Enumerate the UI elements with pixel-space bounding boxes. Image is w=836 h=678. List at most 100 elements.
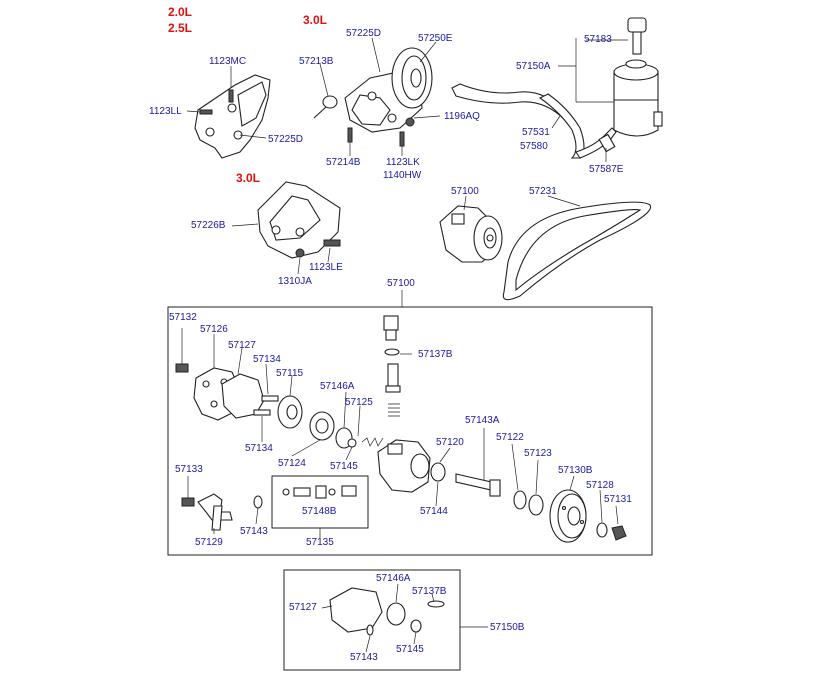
part-label: 57135 bbox=[306, 537, 334, 548]
shaft-57143a bbox=[455, 473, 501, 497]
engine-label-2-0l: 2.0L bbox=[168, 5, 193, 19]
part-label: 1196AQ bbox=[444, 111, 480, 122]
part-label: 57128 bbox=[586, 480, 614, 491]
part-label: 57125 bbox=[345, 397, 373, 408]
rotor-57115 bbox=[277, 395, 303, 429]
engine-label-3-0l-top: 3.0L bbox=[303, 13, 328, 27]
part-label: 57123 bbox=[524, 448, 552, 459]
part-label: 1140HW bbox=[383, 170, 422, 181]
valve-57125 bbox=[385, 363, 401, 393]
pump-exploded-view-box bbox=[167, 306, 653, 556]
oil-seal-57144 bbox=[430, 462, 446, 482]
mounting-bracket-2-0l bbox=[194, 74, 271, 159]
seal-57137b-kit bbox=[427, 600, 445, 608]
part-label: 57132 bbox=[169, 312, 197, 323]
part-label: 57100 bbox=[387, 278, 415, 289]
snap-ring-57123 bbox=[528, 494, 544, 516]
seal-57145 bbox=[347, 438, 357, 448]
o-ring-57146a-kit bbox=[386, 602, 406, 626]
part-label: 1310JA bbox=[278, 276, 312, 287]
nut-57131 bbox=[611, 525, 627, 541]
part-label: 57100 bbox=[451, 186, 479, 197]
seal-kit-57150b-box bbox=[283, 569, 461, 671]
part-label: 57183 bbox=[584, 34, 612, 45]
part-label: 1123LK bbox=[386, 157, 420, 168]
part-label: 57115 bbox=[276, 368, 304, 379]
part-label: 57150B bbox=[490, 622, 525, 633]
gasket-57127 bbox=[221, 373, 265, 419]
engine-label-3-0l-bracket: 3.0L bbox=[236, 171, 261, 185]
part-label: 57231 bbox=[529, 186, 557, 197]
part-label: 57146A bbox=[376, 573, 411, 584]
bracket-57226b bbox=[257, 181, 341, 259]
bolt-1123mc bbox=[228, 89, 234, 103]
spring-57125 bbox=[361, 437, 384, 447]
part-label: 57137B bbox=[412, 586, 447, 597]
power-steering-pump-57100 bbox=[439, 205, 503, 263]
part-label: 57134 bbox=[245, 443, 273, 454]
seal-57145-kit bbox=[410, 619, 422, 633]
nut-1196aq bbox=[405, 117, 415, 127]
adjuster-bolt-57213b bbox=[313, 95, 338, 119]
part-label: 1123MC bbox=[209, 56, 247, 67]
reservoir-57150a bbox=[613, 59, 663, 137]
washer-57128 bbox=[596, 522, 608, 538]
o-ring-57143-kit bbox=[366, 624, 374, 636]
part-label: 57143 bbox=[240, 526, 268, 537]
bolt-1123lk bbox=[399, 131, 405, 147]
part-label: 57213B bbox=[299, 56, 334, 67]
part-label: 1123LL bbox=[149, 106, 182, 117]
part-label: 57225D bbox=[346, 28, 382, 39]
bolt-57132 bbox=[175, 363, 189, 373]
clamp-57587e bbox=[598, 133, 616, 153]
part-label: 57145 bbox=[330, 461, 358, 472]
drive-belt-57231 bbox=[502, 201, 652, 301]
part-label: 57144 bbox=[420, 506, 448, 517]
pulley-57130b bbox=[549, 489, 587, 543]
part-label: 57127 bbox=[289, 602, 317, 613]
part-label: 57137B bbox=[418, 349, 453, 360]
part-label: 57120 bbox=[436, 437, 464, 448]
part-label: 57214B bbox=[326, 157, 361, 168]
part-label: 57143A bbox=[465, 415, 500, 426]
part-label: 57146A bbox=[320, 381, 355, 392]
cam-ring-57124 bbox=[309, 411, 335, 441]
part-label: 57580 bbox=[520, 141, 548, 152]
part-label: 57587E bbox=[589, 164, 624, 175]
bolt-57214b bbox=[347, 127, 353, 143]
part-label: 57143 bbox=[350, 652, 378, 663]
nut-1310ja bbox=[295, 248, 305, 258]
part-label: 57145 bbox=[396, 644, 424, 655]
cap-57183 bbox=[627, 17, 647, 55]
belt-tensioner-assembly bbox=[344, 47, 433, 133]
part-label: 57126 bbox=[200, 324, 228, 335]
part-label: 1123LE bbox=[309, 262, 343, 273]
fitting-57137b bbox=[383, 315, 399, 341]
valve-kit-57148b bbox=[282, 485, 357, 499]
part-label: 57250E bbox=[418, 33, 453, 44]
part-label: 57130B bbox=[558, 465, 593, 476]
bearing-57122 bbox=[513, 490, 527, 510]
bolt-1123le bbox=[323, 239, 341, 247]
o-ring-57143 bbox=[253, 495, 263, 509]
kit-57135-box bbox=[271, 475, 369, 529]
part-label: 57148B bbox=[302, 506, 337, 517]
part-label: 57134 bbox=[253, 354, 281, 365]
part-label: 57150A bbox=[516, 61, 551, 72]
union-57129 bbox=[197, 493, 233, 531]
part-label: 57225D bbox=[268, 134, 304, 145]
pins-57134 bbox=[253, 395, 279, 416]
bolt-1123ll bbox=[199, 109, 213, 115]
gasket-57127-kit bbox=[329, 587, 383, 633]
spring-stack bbox=[388, 403, 400, 417]
part-label: 57122 bbox=[496, 432, 524, 443]
part-label: 57127 bbox=[228, 340, 256, 351]
part-label: 57226B bbox=[191, 220, 226, 231]
part-label: 57124 bbox=[278, 458, 306, 469]
bolt-57133 bbox=[181, 497, 195, 507]
part-label: 57129 bbox=[195, 537, 223, 548]
part-label: 57133 bbox=[175, 464, 203, 475]
pump-body-57120 bbox=[377, 439, 431, 493]
